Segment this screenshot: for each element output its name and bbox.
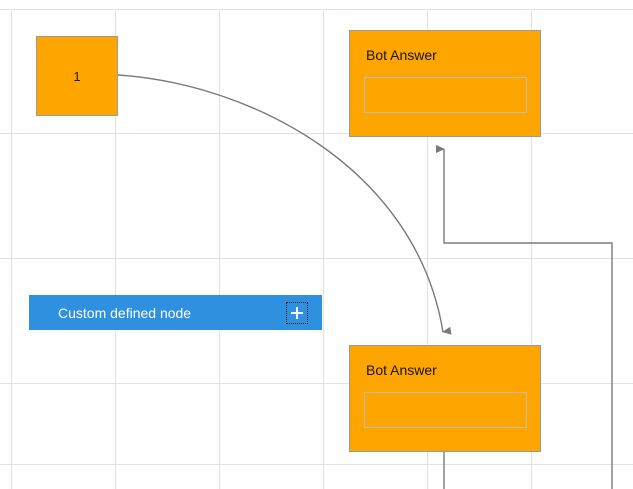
node-title: Bot Answer (366, 362, 437, 378)
node-start[interactable]: 1 (36, 36, 118, 116)
node-bot-answer-top[interactable]: Bot Answer (349, 30, 541, 137)
bot-answer-text-field[interactable] (364, 392, 527, 428)
bot-answer-text-field[interactable] (364, 77, 527, 113)
connector-loop-to-bot-answer-top[interactable] (436, 145, 613, 489)
node-bot-answer-bottom[interactable]: Bot Answer (349, 345, 541, 452)
custom-defined-node-bar[interactable]: Custom defined node (29, 295, 322, 330)
node-title: Bot Answer (366, 47, 437, 63)
custom-defined-node-label: Custom defined node (58, 304, 192, 321)
node-start-label: 1 (73, 68, 81, 84)
connector-start-to-bot-answer-bottom[interactable] (117, 74, 452, 335)
plus-icon[interactable] (286, 301, 308, 324)
